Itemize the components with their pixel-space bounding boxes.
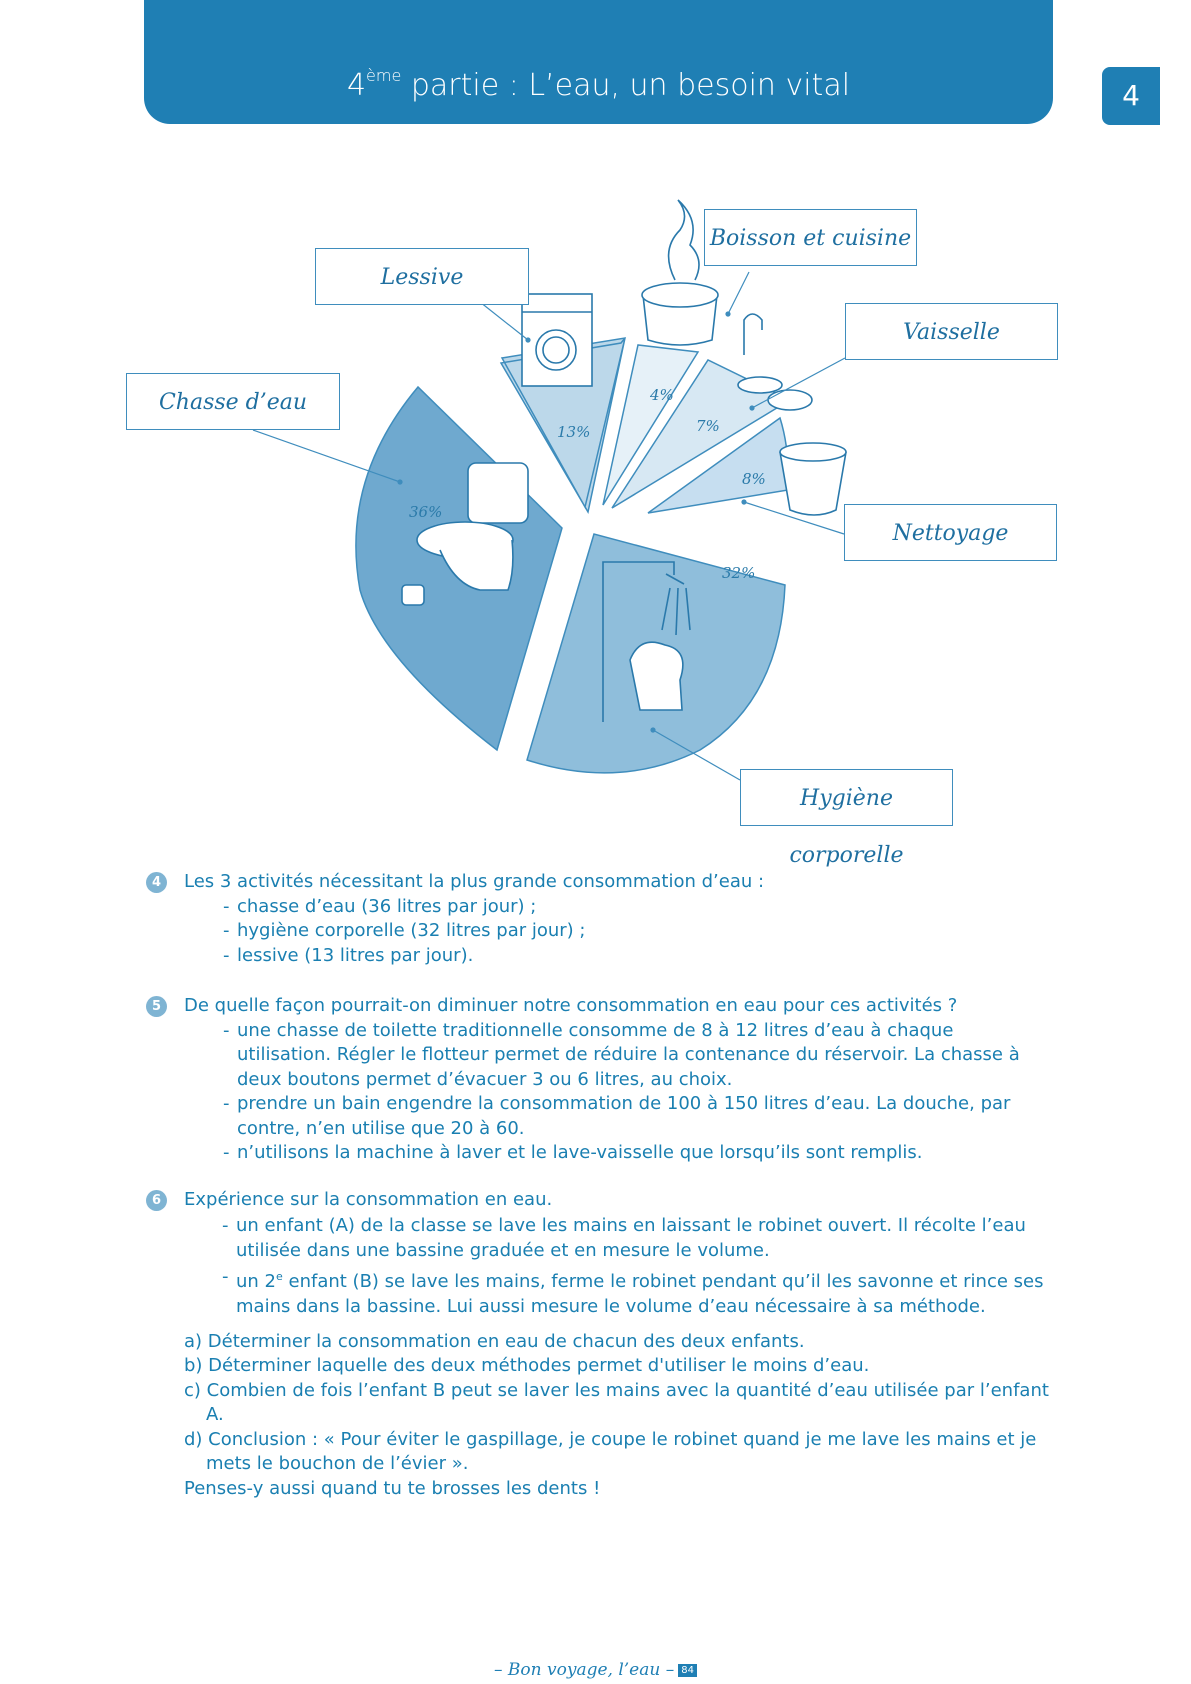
header-banner: 4ème partie : L’eau, un besoin vital <box>144 0 1053 124</box>
question-4: 4 Les 3 activités nécessitant la plus gr… <box>146 870 1046 968</box>
list-item: hygiène corporelle (32 litres par jour) … <box>223 919 1046 944</box>
pct-vaisselle: 7% <box>696 417 720 435</box>
list-item: chasse d’eau (36 litres par jour) ; <box>223 895 1046 920</box>
item2-post: enfant (B) se lave les mains, ferme le r… <box>236 1270 1044 1318</box>
question-6-intro: Expérience sur la consommation en eau. <box>184 1189 553 1210</box>
pct-boisson: 4% <box>650 386 674 404</box>
list-item: une chasse de toilette traditionnelle co… <box>223 1019 1051 1093</box>
slice-boisson <box>602 344 700 506</box>
question-4-intro: Les 3 activités nécessitant la plus gran… <box>184 871 765 892</box>
list-item: prendre un bain engendre la consommation… <box>223 1092 1051 1141</box>
item2-sup: e <box>276 1269 283 1283</box>
label-chasse: Chasse d’eau <box>126 373 340 430</box>
shower-drawing <box>602 561 691 722</box>
pie-illustration <box>252 199 847 781</box>
title-main: L’eau, un besoin vital <box>528 68 851 103</box>
label-hygiene: Hygiène corporelle <box>740 769 953 868</box>
list-item: lessive (13 litres par jour). <box>223 944 1046 969</box>
task-d: d) Conclusion : « Pour éviter le gaspill… <box>184 1428 1037 1475</box>
question-number-badge: 6 <box>146 1190 167 1211</box>
footer-text: – Bon voyage, l’eau – <box>494 1660 675 1680</box>
water-usage-illustration: Chasse d’eau Lessive Boisson et cuisine … <box>0 190 1191 868</box>
label-vaisselle: Vaisselle <box>845 303 1058 360</box>
chapter-tab: 4 <box>1102 67 1160 125</box>
tap-dishes-drawing <box>737 313 813 411</box>
pct-chasse: 36% <box>409 503 443 521</box>
list-item: un 2e enfant (B) se lave les mains, ferm… <box>222 1264 1052 1320</box>
question-4-list: chasse d’eau (36 litres par jour) ; hygi… <box>223 895 1046 969</box>
question-5-intro: De quelle façon pourrait-on diminuer not… <box>184 995 958 1016</box>
title-part-word: partie : <box>410 68 529 103</box>
item2-pre: un 2 <box>236 1270 276 1292</box>
title-part-sup: ème <box>366 66 402 85</box>
label-lessive: Lessive <box>315 248 529 305</box>
question-number-badge: 5 <box>146 996 167 1017</box>
closing-remark: Penses-y aussi quand tu te brosses les d… <box>184 1477 601 1499</box>
question-6-list: un enfant (A) de la classe se lave les m… <box>222 1213 1052 1320</box>
title-part-number: 4 <box>346 68 367 103</box>
question-4-head: 4 Les 3 activités nécessitant la plus gr… <box>146 870 1046 895</box>
list-item: n’utilisons la machine à laver et le lav… <box>223 1141 1051 1166</box>
task-a: a) Déterminer la consommation en eau de … <box>184 1330 805 1352</box>
bucket-drawing <box>779 442 847 516</box>
question-5-head: 5 De quelle façon pourrait-on diminuer n… <box>146 994 1046 1019</box>
question-5: 5 De quelle façon pourrait-on diminuer n… <box>146 994 1046 1166</box>
task-b: b) Déterminer laquelle des deux méthodes… <box>184 1355 870 1376</box>
task-c: c) Combien de fois l’enfant B peut se la… <box>184 1379 1049 1426</box>
page-title: 4ème partie : L’eau, un besoin vital <box>144 56 1053 106</box>
question-6-tasks: a) Déterminer la consommation en eau de … <box>146 1330 1054 1502</box>
list-item: un enfant (A) de la classe se lave les m… <box>222 1213 1052 1264</box>
pct-hygiene: 32% <box>722 564 756 582</box>
question-6-head: 6 Expérience sur la consommation en eau. <box>146 1188 1046 1213</box>
page-footer: – Bon voyage, l’eau –84 <box>0 1660 1191 1680</box>
question-5-list: une chasse de toilette traditionnelle co… <box>223 1019 1051 1166</box>
washing-machine-drawing <box>521 293 593 387</box>
pct-lessive: 13% <box>557 423 591 441</box>
question-6: 6 Expérience sur la consommation en eau.… <box>146 1188 1049 1501</box>
label-boisson: Boisson et cuisine <box>704 209 917 266</box>
toilet-drawing <box>401 462 529 606</box>
question-number-badge: 4 <box>146 872 167 893</box>
pct-nettoyage: 8% <box>742 470 766 488</box>
leader-lines <box>252 271 846 781</box>
label-nettoyage: Nettoyage <box>844 504 1057 561</box>
cooking-pot-drawing <box>641 199 719 346</box>
page-number: 84 <box>678 1664 697 1677</box>
